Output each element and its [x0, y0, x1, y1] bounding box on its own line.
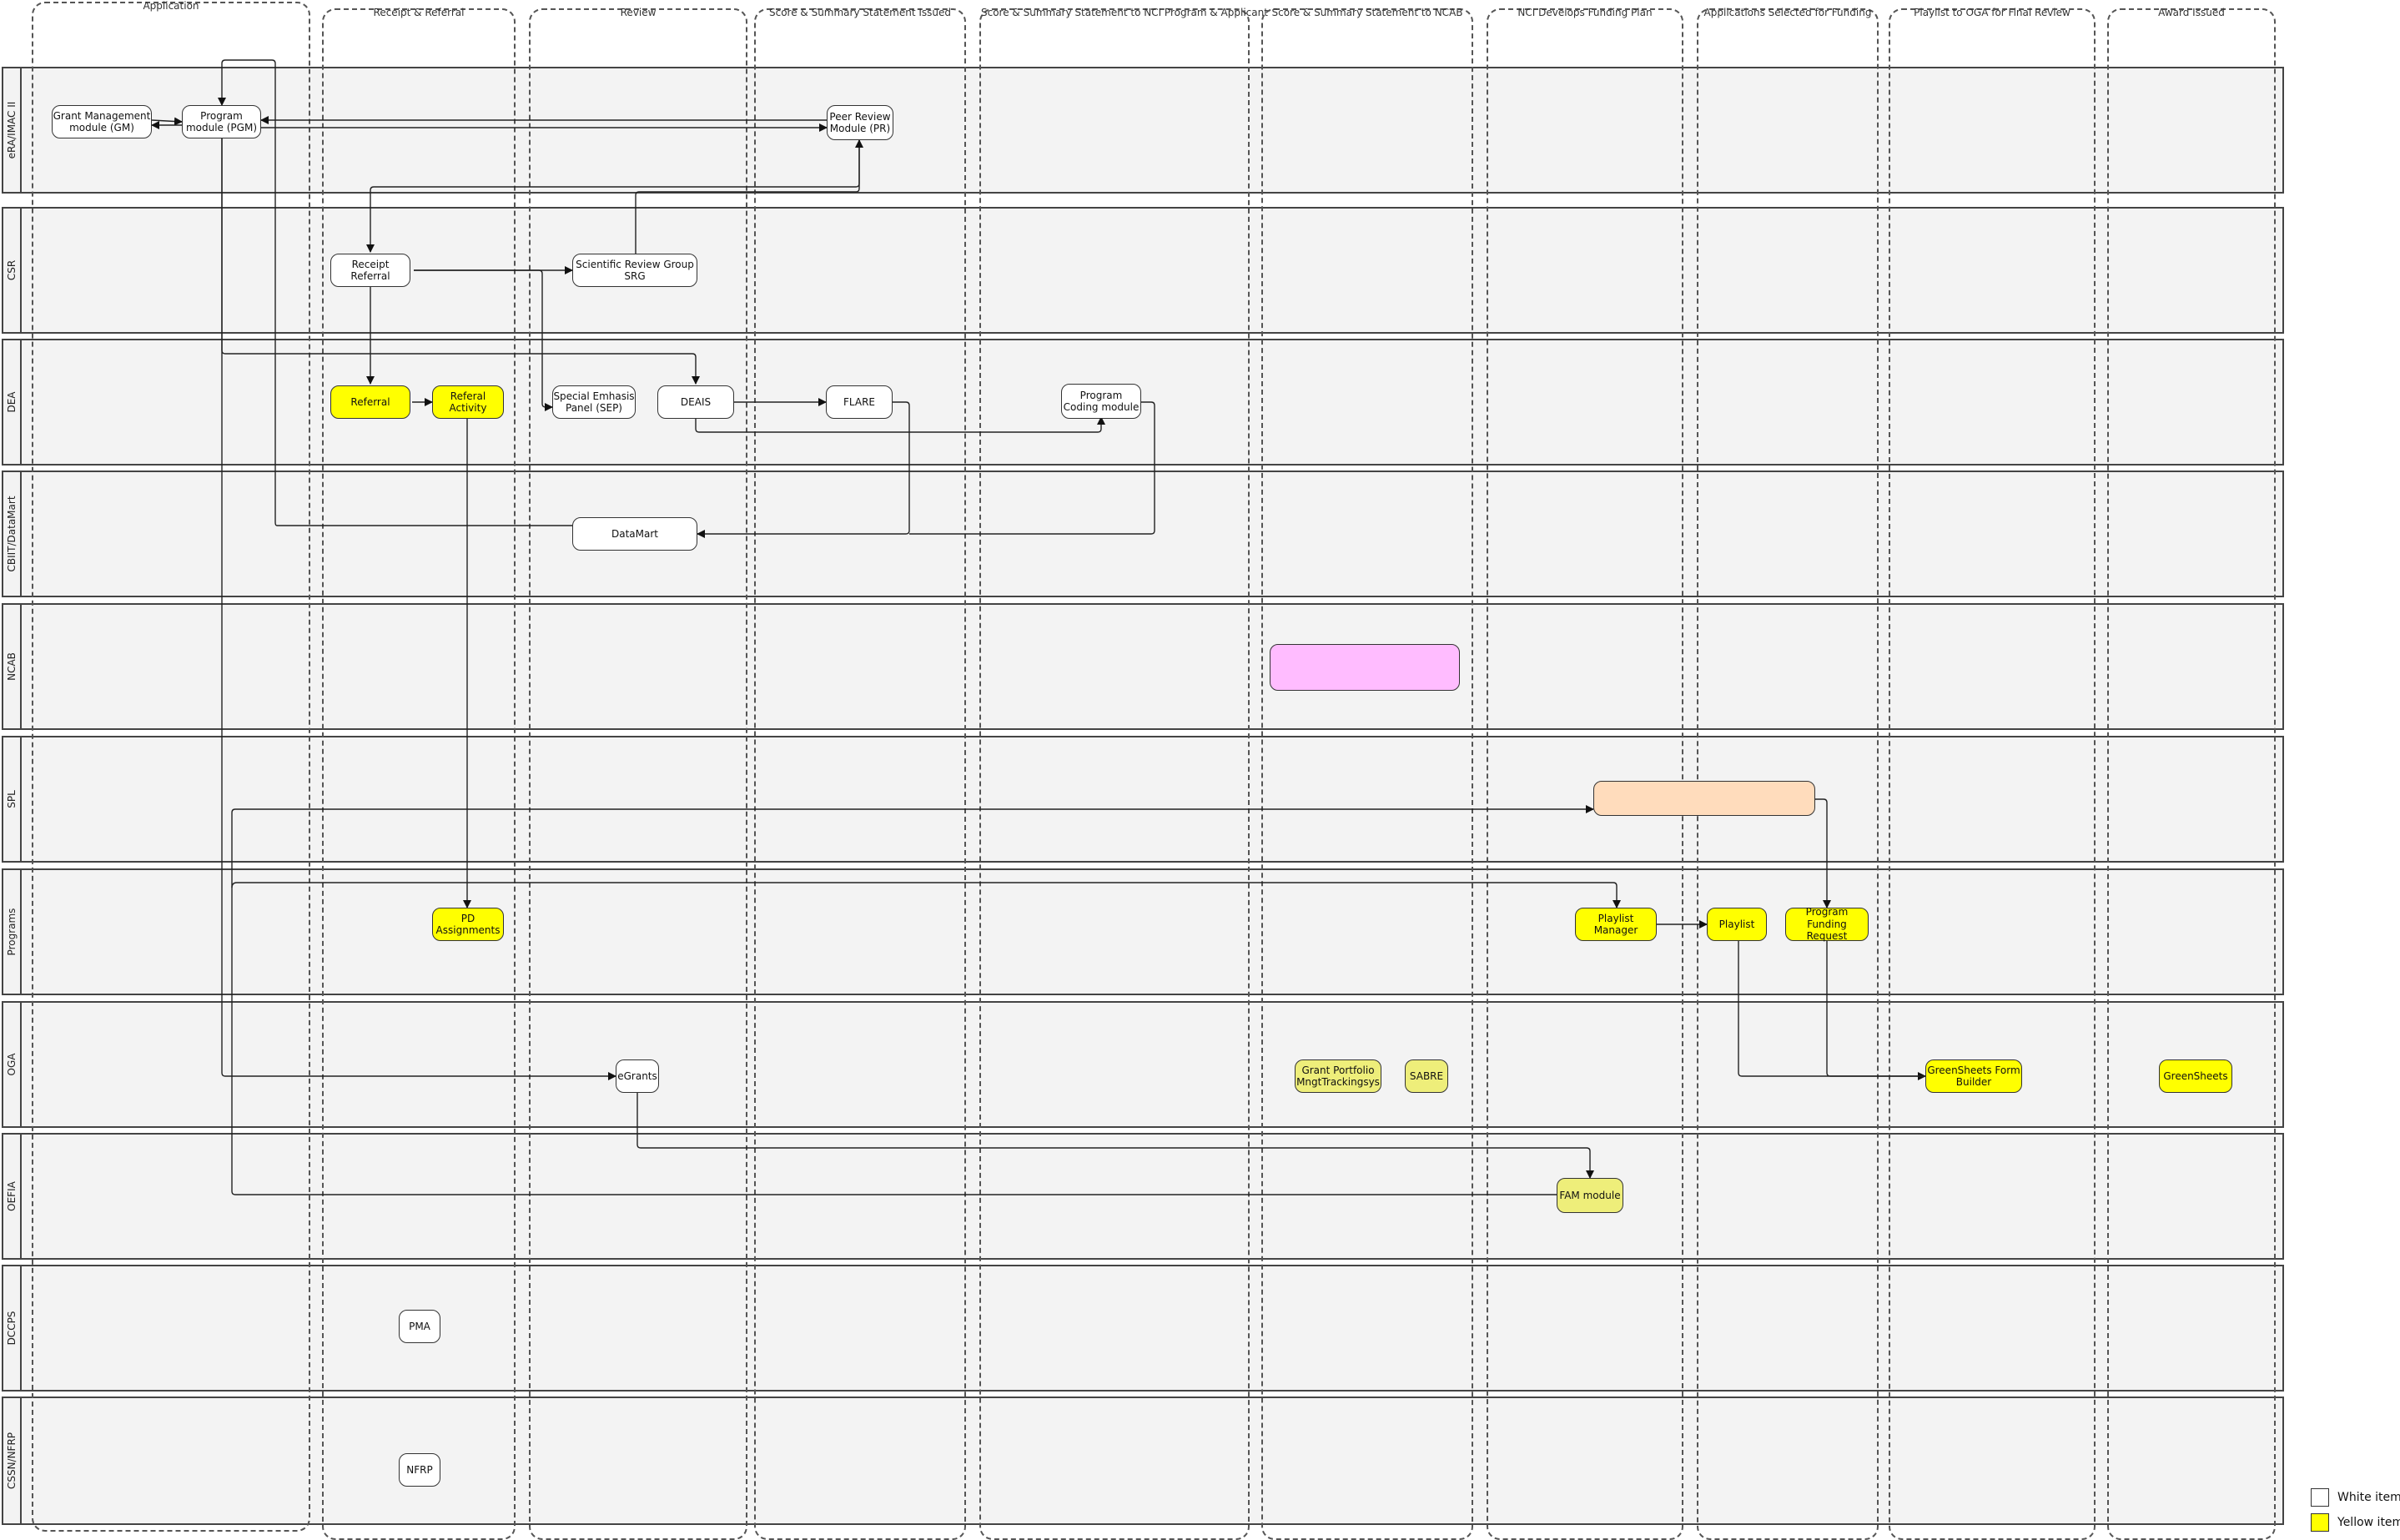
- phase-title: Award Issued: [2158, 7, 2225, 18]
- fam-module-node[interactable]: FAM module: [1557, 1178, 1623, 1213]
- nfrp-node[interactable]: NFRP: [399, 1453, 440, 1487]
- greensheets-node[interactable]: GreenSheets: [2159, 1059, 2232, 1093]
- edge-srg-to-pr: [635, 139, 863, 254]
- edge-spl-to-funding-request: [1815, 798, 1831, 908]
- spl-box[interactable]: [1593, 781, 1815, 816]
- referral-node[interactable]: Referral: [330, 385, 410, 419]
- phase-title: Application: [143, 0, 199, 12]
- phase-title: Score & Summary Statement to NCI Program…: [981, 7, 1268, 18]
- phase-title: NCI Develops Funding Plan: [1517, 7, 1653, 18]
- pd-assignments-node[interactable]: PD Assignments: [432, 908, 504, 941]
- legend-swatch-yellow: [2311, 1513, 2329, 1532]
- datamart-node[interactable]: DataMart: [572, 517, 697, 551]
- program-coding-module-node[interactable]: Program Coding module: [1061, 384, 1141, 419]
- lane-spl: SPL: [2, 736, 2284, 863]
- legend-label-white: White item: [2337, 1491, 2400, 1504]
- edge-datamart-to-pgm: [218, 59, 572, 526]
- grant-management-module-node[interactable]: Grant Management module (GM): [52, 105, 152, 138]
- receipt-referral-node[interactable]: Receipt Referral: [330, 254, 410, 287]
- edge-fam-to-spl: [231, 805, 1594, 1195]
- phase-title: Playlist to OGA for Final Review: [1914, 7, 2070, 18]
- pma-node[interactable]: PMA: [399, 1310, 440, 1343]
- sabre-node[interactable]: SABRE: [1405, 1059, 1448, 1093]
- phase-title: Applications Selected for Funding: [1703, 7, 1872, 18]
- edge-fam-to-playlist-manager: [231, 882, 1621, 908]
- lane-ncab: NCAB: [2, 603, 2284, 730]
- phase-title: Receipt & Referral: [373, 7, 465, 18]
- edge-funding-request-to-greensheets-form: [1826, 941, 1925, 1077]
- edge-pr-to-receipt: [366, 138, 860, 253]
- edge-coding-to-datamart: [909, 401, 1155, 535]
- phase-title: Score & Summary Statement Issued: [768, 7, 951, 18]
- lane-oefia: OEFIA: [2, 1133, 2284, 1260]
- special-emphasis-panel-node[interactable]: Special Emhasis Panel (SEP): [552, 385, 636, 419]
- edge-deais-to-coding: [695, 416, 1105, 433]
- phase-application: Application: [32, 0, 310, 1532]
- legend-swatch-white: [2311, 1488, 2329, 1507]
- scientific-review-group-node[interactable]: Scientific Review Group SRG: [572, 254, 697, 287]
- edge-egrants-to-fam: [636, 1093, 1594, 1179]
- grant-portfolio-node[interactable]: Grant Portfolio MngtTrackingsys: [1295, 1059, 1381, 1093]
- lane-oga: OGA: [2, 1001, 2284, 1128]
- phase-title: Score & Summary Statement to NCAB: [1271, 7, 1463, 18]
- edge-pgm-to-egrants: [221, 137, 616, 1080]
- lane-cssn-nfrp: CSSN/NFRP: [2, 1397, 2284, 1525]
- program-module-node[interactable]: Program module (PGM): [182, 105, 261, 138]
- lane-programs: Programs: [2, 868, 2284, 995]
- program-funding-request-node[interactable]: Program Funding Request: [1785, 906, 1869, 942]
- peer-review-module-node[interactable]: Peer Review Module (PR): [827, 105, 893, 140]
- edge-flare-to-datamart: [697, 401, 910, 538]
- egrants-node[interactable]: eGrants: [616, 1059, 659, 1093]
- edge-receipt-to-sep: [414, 269, 553, 411]
- edge-gm-to-pgm: [151, 117, 183, 126]
- referral-activity-node[interactable]: Referal Activity: [432, 385, 504, 419]
- lane-dccps: DCCPS: [2, 1265, 2284, 1392]
- edge-playlist-to-greensheets-form: [1738, 941, 1926, 1080]
- flare-node[interactable]: FLARE: [826, 385, 893, 419]
- lane-era-imac: eRA/IMAC II: [2, 67, 2284, 194]
- playlist-manager-node[interactable]: Playlist Manager: [1575, 908, 1657, 941]
- deais-node[interactable]: DEAIS: [657, 385, 734, 419]
- phase-title: Review: [620, 7, 657, 18]
- greensheets-form-builder-node[interactable]: GreenSheets Form Builder: [1925, 1059, 2022, 1093]
- legend-label-yellow: Yellow item: [2337, 1516, 2400, 1529]
- ncab-box[interactable]: [1270, 644, 1460, 691]
- playlist-node[interactable]: Playlist: [1707, 908, 1767, 941]
